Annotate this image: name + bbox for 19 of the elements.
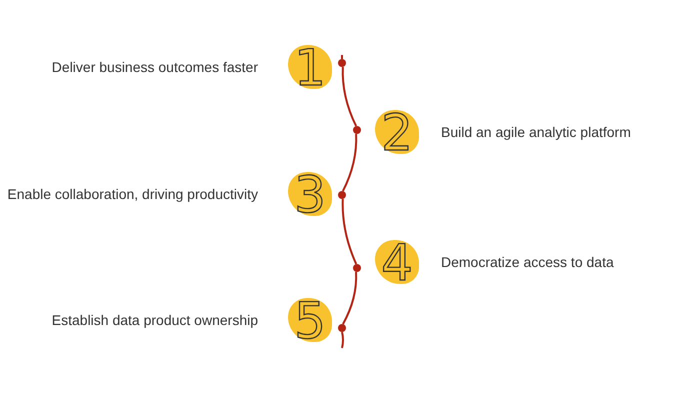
timeline-line [342, 134, 358, 192]
timeline-dot [338, 59, 346, 67]
timeline-line [342, 198, 358, 264]
step-text: Democratize access to data [441, 254, 614, 270]
timeline-dot [353, 264, 361, 272]
step-text: Enable collaboration, driving productivity [7, 186, 258, 202]
step-text: Build an agile analytic platform [441, 124, 631, 140]
step-number: 4 [375, 240, 419, 284]
step-text: Establish data product ownership [52, 312, 258, 328]
step-number: 3 [288, 172, 332, 216]
timeline-line [342, 272, 358, 325]
timeline-line [342, 66, 358, 127]
step-number: 1 [288, 45, 332, 89]
step-number: 5 [288, 298, 332, 342]
step-text: Deliver business outcomes faster [52, 59, 258, 75]
timeline-dot [353, 126, 361, 134]
timeline-dot [338, 191, 346, 199]
step-number: 2 [375, 110, 419, 154]
timeline-dot [338, 324, 346, 332]
